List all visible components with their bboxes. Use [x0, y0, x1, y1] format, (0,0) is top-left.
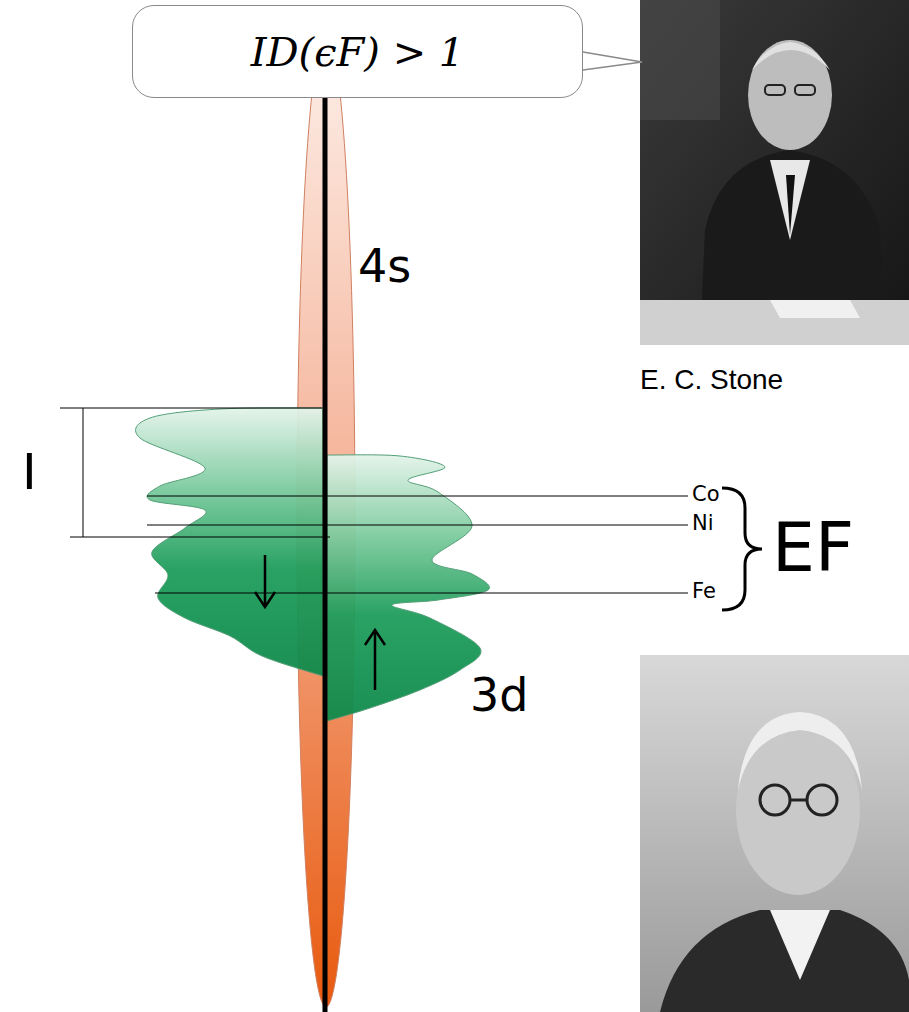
- portrait-caption: E. C. Stone: [640, 366, 783, 394]
- element-label: Fe: [692, 581, 716, 602]
- formula-text: ID(ϵF) > 1: [251, 29, 465, 75]
- speech-bubble: ID(ϵF) > 1: [132, 5, 583, 98]
- portrait-photo: [640, 655, 909, 1012]
- band-label: 3d: [470, 672, 528, 718]
- element-label: Co: [692, 484, 720, 505]
- energy-axis: [309, 22, 341, 1012]
- element-label: Ni: [692, 513, 714, 534]
- spin-up-dos: [327, 455, 489, 721]
- bubble-tail: [583, 52, 642, 70]
- fermi-label: EF: [772, 514, 854, 582]
- portrait-photo: [640, 0, 909, 345]
- brace: [722, 488, 762, 610]
- level-lines: [60, 408, 688, 593]
- spin-down-dos: [136, 408, 323, 676]
- exchange-label: I: [22, 447, 37, 497]
- spin-arrows: [255, 555, 385, 690]
- band-label: 4s: [358, 243, 411, 289]
